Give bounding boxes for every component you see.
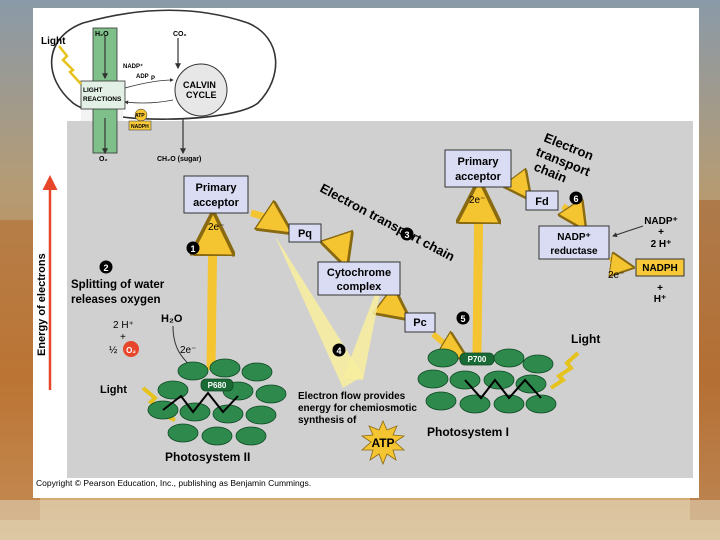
svg-text:1: 1 [190, 244, 195, 254]
inset-light-reactions-box [80, 80, 126, 110]
primary-acceptor-1-box [183, 175, 249, 214]
pc-label: Pc [413, 317, 426, 329]
inset-o2-label: O₂ [99, 156, 108, 163]
splitting-label-b: releases oxygen [71, 294, 161, 306]
inset-light-reactions-label-1: LIGHT [83, 87, 103, 94]
splitting-label-a: Splitting of water [71, 279, 165, 291]
atp-label: ATP [371, 436, 394, 450]
inset-ch2o-label: CH₂O (sugar) [157, 156, 201, 163]
primary-acceptor-2-box [444, 149, 512, 188]
primary-acceptor-2-label-b: acceptor [455, 171, 502, 183]
two-e-label-4: 2e⁻ [180, 345, 196, 356]
h-plus-output-label: H⁺ [654, 294, 667, 305]
step-marker-4: 4 [332, 343, 346, 357]
svg-text:4: 4 [336, 346, 341, 356]
electron-flow-label-b: energy for chemiosmotic [298, 403, 417, 414]
inset-adp-label: ADP [136, 74, 149, 80]
two-e-label-2: 2e⁻ [469, 195, 485, 206]
plus-sign-1: + [658, 227, 664, 238]
nadp-plus-input-label: NADP⁺ [644, 216, 678, 227]
nadph-box [635, 258, 685, 277]
inset-light-reactions-label-2: REACTIONS [83, 96, 122, 103]
svg-text:6: 6 [573, 194, 578, 204]
electron-flow-label-c: synthesis of [298, 415, 357, 426]
pc-box [404, 312, 436, 333]
cytochrome-label-a: Cytochrome [327, 267, 391, 279]
inset-overview: Light H₂O CO₂ NADP⁺ ADP P LIGHT REACTION… [41, 9, 277, 163]
inset-light-bolt [58, 45, 82, 85]
nadp-reductase-box [538, 225, 610, 260]
photosystem-ii-label: Photosystem II [165, 450, 250, 464]
light-bolt-right-icon [549, 351, 580, 390]
two-h-plus-input-label: 2 H⁺ [651, 239, 672, 250]
fd-box [525, 190, 559, 211]
nadp-reductase-label-a: NADP⁺ [557, 232, 591, 243]
primary-acceptor-1-label-a: Primary [196, 182, 238, 194]
step-marker-1: 1 [186, 241, 200, 255]
energy-beam-2 [343, 268, 385, 380]
p700-label: P700 [468, 355, 487, 364]
p700-badge [459, 352, 495, 366]
two-h-plus-label: 2 H⁺ [113, 320, 134, 331]
step-marker-6: 6 [569, 191, 583, 205]
plus-sign-3: + [120, 332, 126, 343]
step-marker-2: 2 [99, 260, 113, 274]
electron-flow-label-a: Electron flow provides [298, 391, 406, 402]
main-panel [67, 121, 693, 478]
water-label: H₂O [161, 313, 183, 325]
step-marker-5: 5 [456, 311, 470, 325]
atp-burst-icon [360, 420, 406, 466]
pq-box [288, 223, 322, 243]
inset-calvin-label-2: CYCLE [186, 90, 217, 100]
inset-calvin-label-1: CALVIN [183, 80, 216, 90]
svg-text:3: 3 [404, 230, 409, 240]
inset-atp-label: ATP [135, 113, 145, 119]
cytochrome-complex-box [317, 261, 401, 296]
half-label: ½ [109, 345, 118, 356]
p680-label: P680 [208, 381, 227, 390]
fd-label: Fd [535, 196, 548, 208]
step-marker-3: 3 [400, 227, 414, 241]
plus-sign-2: + [657, 283, 663, 294]
nadp-reductase-label-b: reductase [550, 246, 598, 257]
photosystem-ii-cluster [147, 358, 287, 446]
photosystem-i-label: Photosystem I [427, 425, 509, 439]
inset-h2o-label: H₂O [95, 31, 109, 38]
energy-axis-label: Energy of electrons [36, 253, 48, 356]
inset-nadph-label: NADPH [131, 124, 149, 130]
nadph-label: NADPH [642, 263, 678, 274]
light-left-label: Light [100, 384, 127, 396]
inset-co2-label: CO₂ [173, 31, 187, 38]
photosynthesis-diagram: Light H₂O CO₂ NADP⁺ ADP P LIGHT REACTION… [33, 8, 699, 498]
p680-badge [200, 378, 234, 392]
primary-acceptor-2-label-a: Primary [458, 156, 500, 168]
copyright-notice: Copyright © Pearson Education, Inc., pub… [36, 478, 312, 488]
inset-nadp-label: NADP⁺ [123, 63, 143, 70]
light-right-label: Light [571, 332, 600, 346]
calvin-cycle-circle [174, 63, 228, 117]
two-e-label-3: 2e⁻ [608, 270, 624, 281]
svg-text:2: 2 [103, 263, 108, 273]
inset-light-label: Light [41, 36, 66, 47]
inset-p-label: P [151, 76, 155, 82]
two-e-label-1: 2e⁻ [208, 222, 224, 233]
pq-label: Pq [298, 228, 312, 240]
oxygen-molecule [123, 341, 139, 357]
svg-text:5: 5 [460, 314, 465, 324]
primary-acceptor-1-label-b: acceptor [193, 197, 240, 209]
oxygen-label: O₂ [126, 346, 136, 355]
photosystem-i-cluster [417, 348, 557, 414]
cytochrome-label-b: complex [337, 281, 383, 293]
electron-flow-arrows [211, 184, 630, 371]
inset-nadph-box [128, 120, 152, 131]
